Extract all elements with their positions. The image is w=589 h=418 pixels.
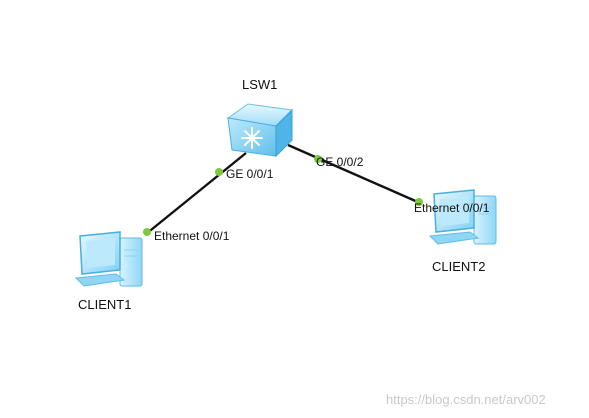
link-switch-client2[interactable] [287,143,421,205]
port-dot-client2-eth [415,198,423,206]
device-label-client1: CLIENT1 [78,297,132,312]
port-dot-sw-ge001 [215,168,223,176]
port-label-sw-ge001: GE 0/0/1 [226,167,274,181]
switch-icon[interactable] [226,103,294,158]
port-label-sw-ge002: GE 0/0/2 [316,155,364,169]
port-label-client1-eth: Ethernet 0/0/1 [154,229,230,243]
device-label-client2: CLIENT2 [432,259,486,274]
pc-icon[interactable] [428,189,497,245]
port-dot-client1-eth [143,228,151,236]
link-switch-client1[interactable] [145,152,247,235]
port-label-client2-eth: Ethernet 0/0/1 [414,201,490,215]
device-label-switch: LSW1 [242,77,278,92]
port-dot-sw-ge002 [314,155,322,163]
watermark-text: https://blog.csdn.net/arv002 [386,392,546,407]
pc-icon[interactable] [74,231,143,287]
